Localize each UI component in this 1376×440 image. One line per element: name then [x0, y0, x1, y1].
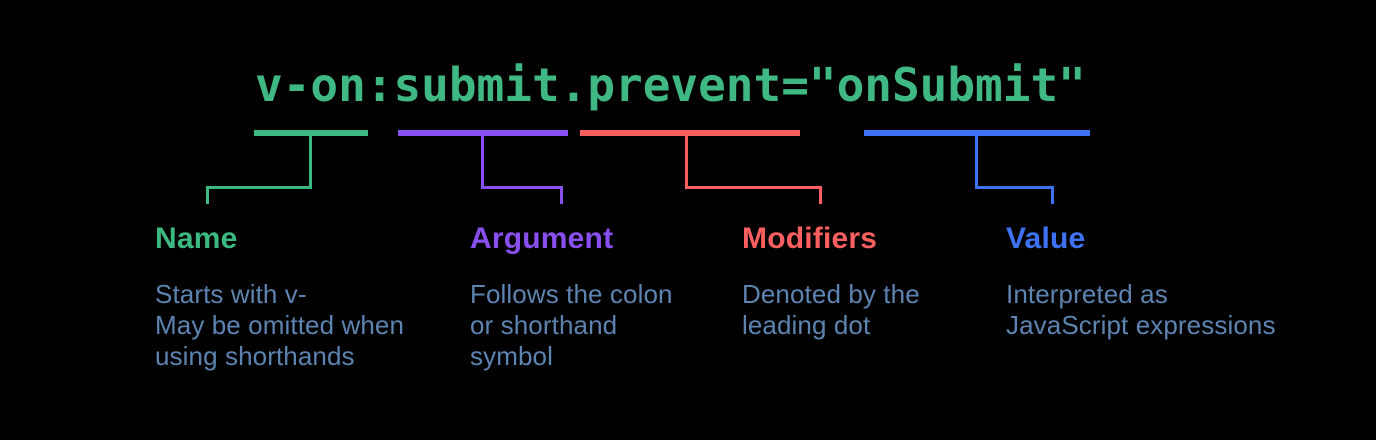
value-section: Value Interpreted as JavaScript expressi… — [1006, 222, 1276, 341]
value-description: Interpreted as JavaScript expressions — [1006, 279, 1276, 341]
name-section: Name Starts with v- May be omitted when … — [155, 222, 404, 372]
modifiers-connector-drop — [685, 136, 688, 189]
modifiers-heading: Modifiers — [742, 222, 878, 255]
name-underline-bar — [254, 130, 368, 136]
name-description-line: May be omitted when — [155, 310, 405, 340]
modifiers-description-line: Denoted by the — [742, 279, 920, 309]
modifiers-underline-bar — [580, 130, 800, 136]
argument-connector-elbow — [481, 186, 563, 189]
argument-connector-tail — [560, 186, 563, 204]
value-underline-bar — [864, 130, 1090, 136]
name-description: Starts with v- May be omitted when using… — [155, 279, 404, 372]
modifiers-description-line: leading dot — [742, 310, 871, 340]
value-connector-elbow — [975, 186, 1054, 189]
name-description-line: using shorthands — [155, 341, 355, 371]
modifiers-connector-tail — [819, 186, 822, 204]
value-connector-tail — [1051, 186, 1054, 204]
argument-description: Follows the colon or shorthand symbol — [470, 279, 673, 372]
argument-underline-bar — [398, 130, 568, 136]
value-description-line: Interpreted as — [1006, 279, 1168, 309]
value-description-line: JavaScript expressions — [1006, 310, 1276, 340]
name-connector-tail — [206, 186, 209, 204]
name-description-line: Starts with v- — [155, 279, 307, 309]
value-heading: Value — [1006, 222, 1086, 255]
argument-connector-drop — [481, 136, 484, 189]
argument-section: Argument Follows the colon or shorthand … — [470, 222, 673, 372]
modifiers-section: Modifiers Denoted by the leading dot — [742, 222, 920, 341]
argument-description-line: symbol — [470, 341, 553, 371]
name-connector-elbow — [206, 186, 312, 189]
value-connector-drop — [975, 136, 978, 189]
name-heading: Name — [155, 222, 238, 255]
directive-code-text: v-on:submit.prevent="onSubmit" — [255, 58, 1086, 112]
argument-heading: Argument — [470, 222, 614, 255]
argument-description-line: Follows the colon — [470, 279, 673, 309]
argument-description-line: or shorthand — [470, 310, 618, 340]
modifiers-connector-elbow — [685, 186, 822, 189]
modifiers-description: Denoted by the leading dot — [742, 279, 920, 341]
name-connector-drop — [309, 136, 312, 189]
